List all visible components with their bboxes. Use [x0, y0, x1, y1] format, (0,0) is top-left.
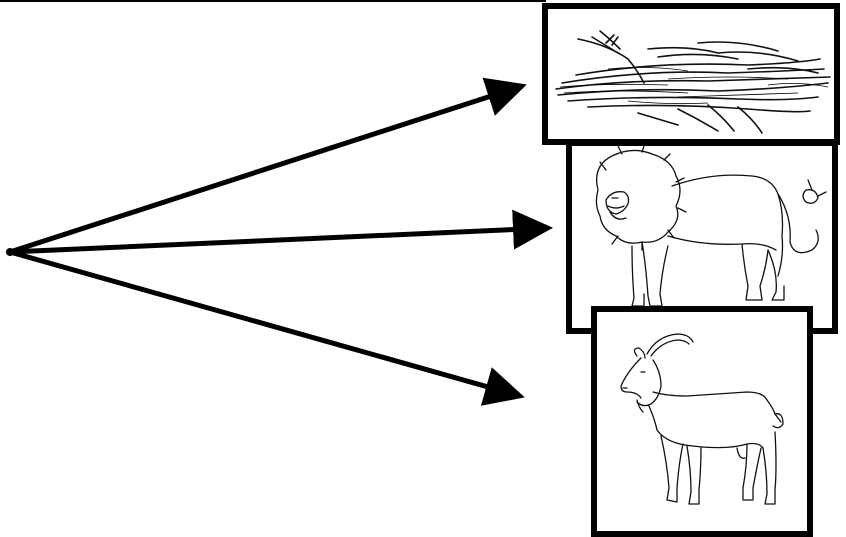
lion-panel: [566, 140, 838, 334]
top-border-line: [0, 0, 546, 2]
lion-image: [595, 146, 827, 307]
goat-image: [620, 333, 784, 505]
grass-image: [555, 30, 831, 134]
arrow-to-lion: [9, 209, 553, 255]
arrow-to-grass: [9, 77, 527, 255]
arrow-to-goat: [9, 249, 525, 406]
goat-panel: [591, 306, 813, 537]
grass-panel: [542, 3, 840, 145]
